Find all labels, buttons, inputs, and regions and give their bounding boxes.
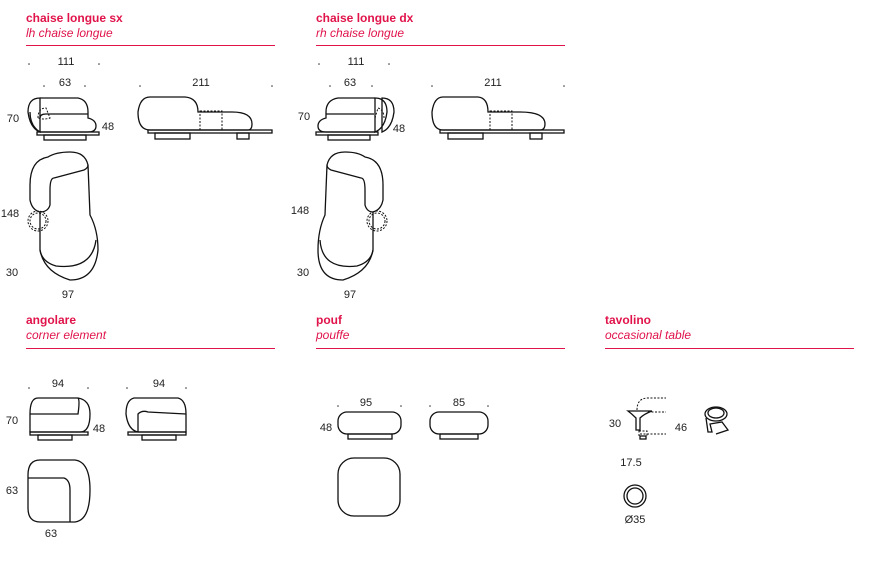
dimension-markers — [28, 63, 565, 407]
dim-label: 211 — [484, 77, 502, 89]
dim-label: 211 — [192, 77, 210, 89]
dim-label: 70 — [297, 111, 311, 123]
dim-label: 63 — [5, 485, 19, 497]
divider — [26, 348, 275, 349]
dx-plan-view — [317, 151, 388, 281]
section-title-angolare: angolare — [26, 313, 77, 327]
dim-label: 48 — [92, 423, 106, 435]
divider — [316, 348, 565, 349]
dim-label: 46 — [674, 422, 688, 434]
section-subtitle-pouf: pouffe — [316, 328, 350, 342]
dim-label: 30 — [608, 418, 622, 430]
sx-side-view — [137, 96, 273, 140]
dim-label: 48 — [319, 422, 333, 434]
tavolino-plan-view — [623, 484, 647, 508]
dim-label: 95 — [359, 397, 373, 409]
sx-plan-view — [27, 151, 99, 281]
section-title-dx: chaise longue dx — [316, 11, 414, 25]
dim-label: 94 — [152, 378, 166, 390]
section-title-sx: chaise longue sx — [26, 11, 123, 25]
dim-label: 48 — [101, 121, 115, 133]
section-subtitle-angolare: corner element — [26, 328, 107, 342]
dim-label: 70 — [6, 113, 20, 125]
dx-front-view — [381, 97, 395, 133]
dim-label: 85 — [452, 397, 466, 409]
angolare-plan-view — [27, 459, 91, 523]
angolare-front-view-2 — [125, 397, 187, 441]
tavolino-perspective-view — [704, 406, 730, 435]
dim-label: 97 — [343, 289, 357, 301]
dim-label: 70 — [5, 415, 19, 427]
section-title-pouf: pouf — [316, 313, 342, 327]
dim-label: 63 — [343, 77, 357, 89]
dim-label: 148 — [290, 205, 310, 217]
pouf-side-view — [429, 411, 489, 440]
dim-label: 111 — [57, 56, 75, 68]
divider — [316, 45, 565, 46]
pouf-front-view — [337, 411, 402, 440]
pouf-plan-view — [337, 457, 401, 517]
dim-label: 30 — [296, 267, 310, 279]
dim-label: 30 — [5, 267, 19, 279]
angolare-front-view-1 — [29, 397, 91, 441]
dim-label: 48 — [392, 123, 406, 135]
dim-label: 63 — [44, 528, 58, 540]
dim-label: 63 — [58, 77, 72, 89]
divider — [26, 45, 275, 46]
dim-label: 148 — [0, 208, 20, 220]
dim-label: 97 — [61, 289, 75, 301]
divider — [605, 348, 854, 349]
dim-label: 17.5 — [620, 457, 642, 469]
sx-front-view — [27, 97, 100, 141]
dim-label: 94 — [51, 378, 65, 390]
dim-label: 111 — [347, 56, 365, 68]
tavolino-side-view — [626, 397, 666, 440]
dx-front-view-body — [315, 97, 388, 141]
section-subtitle-sx: lh chaise longue — [26, 26, 113, 40]
section-title-tavolino: tavolino — [605, 313, 652, 327]
section-subtitle-tavolino: occasional table — [605, 328, 692, 342]
dx-side-view — [431, 96, 565, 140]
dim-label: Ø35 — [624, 514, 646, 526]
section-subtitle-dx: rh chaise longue — [316, 26, 405, 40]
